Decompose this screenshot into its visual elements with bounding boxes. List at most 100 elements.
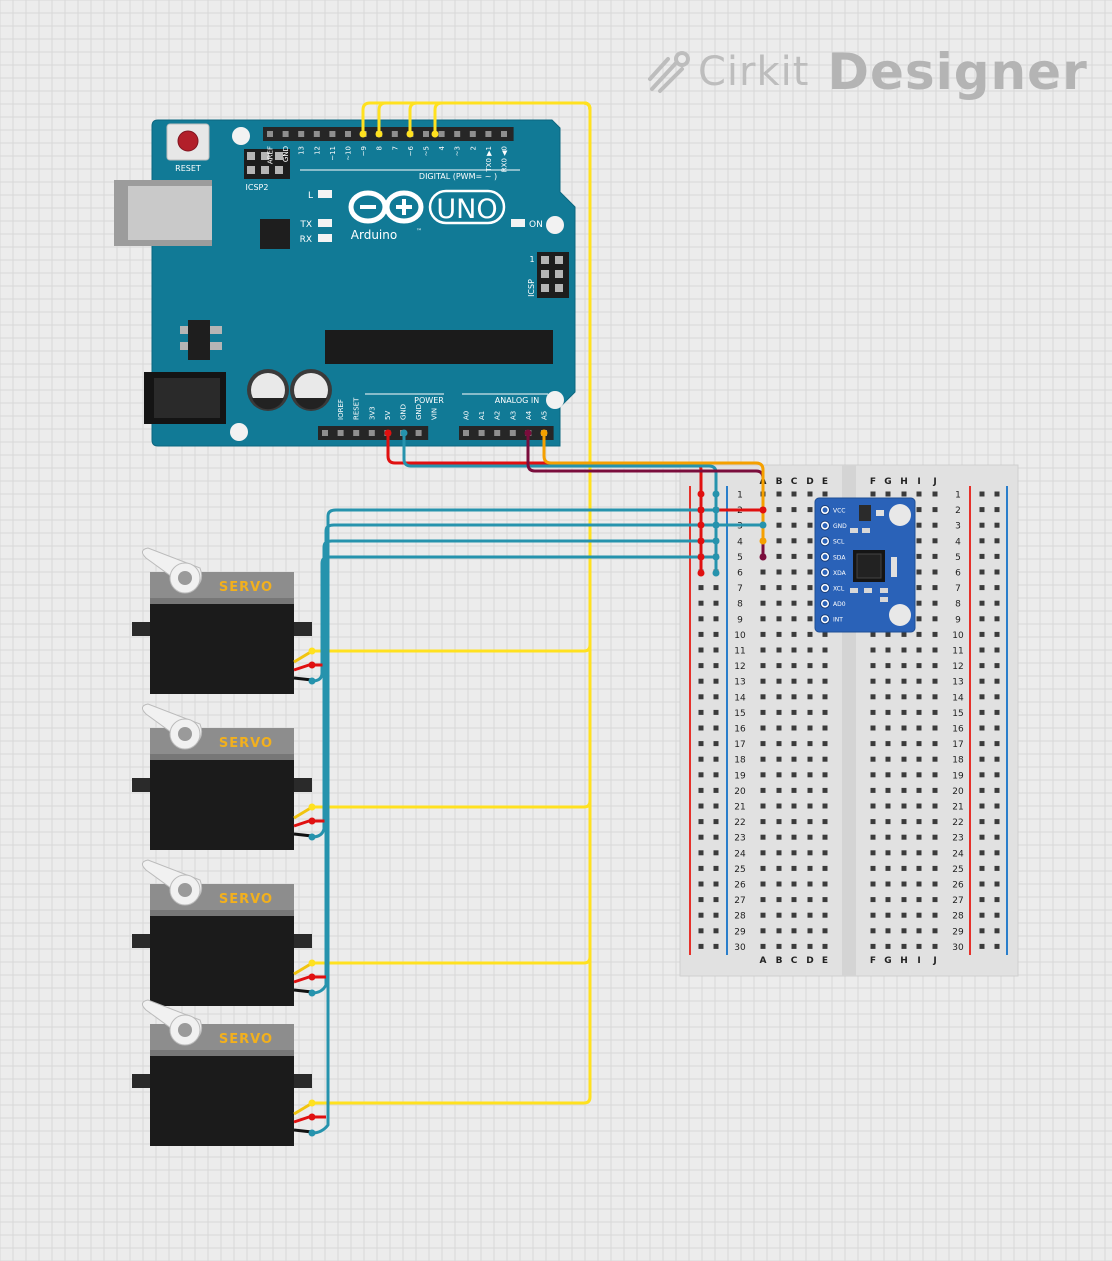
breadboard-hole[interactable] bbox=[979, 678, 985, 684]
breadboard-hole[interactable] bbox=[713, 694, 719, 700]
breadboard-hole[interactable] bbox=[776, 803, 782, 809]
breadboard-hole[interactable] bbox=[776, 881, 782, 887]
breadboard-hole[interactable] bbox=[994, 600, 1000, 606]
breadboard-hole[interactable] bbox=[885, 803, 891, 809]
breadboard-hole[interactable] bbox=[916, 491, 922, 497]
breadboard-hole[interactable] bbox=[791, 491, 797, 497]
breadboard-hole[interactable] bbox=[776, 600, 782, 606]
breadboard-hole[interactable] bbox=[979, 897, 985, 903]
breadboard-hole[interactable] bbox=[885, 678, 891, 684]
breadboard-hole[interactable] bbox=[760, 787, 766, 793]
breadboard-hole[interactable] bbox=[713, 772, 719, 778]
breadboard-hole[interactable] bbox=[698, 928, 704, 934]
breadboard-hole[interactable] bbox=[932, 897, 938, 903]
breadboard-hole[interactable] bbox=[870, 787, 876, 793]
breadboard-hole[interactable] bbox=[885, 631, 891, 637]
breadboard-hole[interactable] bbox=[760, 647, 766, 653]
breadboard-hole[interactable] bbox=[698, 756, 704, 762]
ground-wire[interactable] bbox=[402, 433, 412, 468]
breadboard-hole[interactable] bbox=[776, 522, 782, 528]
breadboard-hole[interactable] bbox=[885, 694, 891, 700]
breadboard-hole[interactable] bbox=[916, 647, 922, 653]
header-pin[interactable] bbox=[494, 430, 501, 436]
breadboard-hole[interactable] bbox=[807, 647, 813, 653]
wire-endpoint[interactable] bbox=[540, 429, 548, 437]
breadboard-hole[interactable] bbox=[901, 725, 907, 731]
breadboard-hole[interactable] bbox=[822, 772, 828, 778]
breadboard-hole[interactable] bbox=[932, 928, 938, 934]
breadboard-hole[interactable] bbox=[791, 709, 797, 715]
breadboard-hole[interactable] bbox=[807, 507, 813, 513]
breadboard-hole[interactable] bbox=[901, 943, 907, 949]
breadboard-hole[interactable] bbox=[979, 616, 985, 622]
breadboard-hole[interactable] bbox=[994, 507, 1000, 513]
breadboard-hole[interactable] bbox=[822, 881, 828, 887]
breadboard-hole[interactable] bbox=[916, 616, 922, 622]
breadboard-hole[interactable] bbox=[807, 772, 813, 778]
breadboard-hole[interactable] bbox=[901, 881, 907, 887]
breadboard-hole[interactable] bbox=[713, 834, 719, 840]
breadboard-hole[interactable] bbox=[994, 553, 1000, 559]
breadboard-hole[interactable] bbox=[916, 881, 922, 887]
breadboard-hole[interactable] bbox=[807, 694, 813, 700]
breadboard-hole[interactable] bbox=[932, 943, 938, 949]
breadboard-hole[interactable] bbox=[776, 631, 782, 637]
breadboard-hole[interactable] bbox=[979, 787, 985, 793]
breadboard-hole[interactable] bbox=[979, 725, 985, 731]
scl-wire[interactable] bbox=[542, 433, 765, 541]
breadboard-hole[interactable] bbox=[776, 663, 782, 669]
breadboard-hole[interactable] bbox=[932, 741, 938, 747]
breadboard-hole[interactable] bbox=[870, 897, 876, 903]
wire-endpoint[interactable] bbox=[712, 553, 720, 561]
header-pin[interactable] bbox=[501, 131, 507, 137]
breadboard-hole[interactable] bbox=[791, 663, 797, 669]
breadboard-hole[interactable] bbox=[807, 787, 813, 793]
breadboard-hole[interactable] bbox=[979, 600, 985, 606]
breadboard-hole[interactable] bbox=[870, 631, 876, 637]
breadboard-hole[interactable] bbox=[916, 897, 922, 903]
breadboard-hole[interactable] bbox=[870, 772, 876, 778]
breadboard-hole[interactable] bbox=[822, 912, 828, 918]
wire-endpoint[interactable] bbox=[308, 1099, 316, 1107]
breadboard-hole[interactable] bbox=[791, 647, 797, 653]
breadboard-hole[interactable] bbox=[979, 741, 985, 747]
header-pin[interactable] bbox=[454, 131, 461, 137]
header-pin[interactable] bbox=[391, 131, 398, 137]
breadboard-hole[interactable] bbox=[916, 943, 922, 949]
breadboard-hole[interactable] bbox=[760, 569, 766, 575]
breadboard-hole[interactable] bbox=[776, 865, 782, 871]
servo-ground-wire[interactable] bbox=[311, 555, 716, 683]
breadboard-hole[interactable] bbox=[791, 569, 797, 575]
breadboard-hole[interactable] bbox=[713, 756, 719, 762]
breadboard-hole[interactable] bbox=[760, 865, 766, 871]
breadboard-hole[interactable] bbox=[807, 897, 813, 903]
breadboard-hole[interactable] bbox=[776, 819, 782, 825]
breadboard-hole[interactable] bbox=[807, 834, 813, 840]
breadboard-hole[interactable] bbox=[791, 756, 797, 762]
header-pin[interactable] bbox=[463, 430, 469, 436]
breadboard-hole[interactable] bbox=[807, 709, 813, 715]
breadboard-hole[interactable] bbox=[776, 943, 782, 949]
breadboard-hole[interactable] bbox=[760, 585, 766, 591]
wire-endpoint[interactable] bbox=[431, 130, 439, 138]
breadboard-hole[interactable] bbox=[698, 694, 704, 700]
wire-endpoint[interactable] bbox=[359, 130, 367, 138]
breadboard-hole[interactable] bbox=[916, 694, 922, 700]
breadboard-hole[interactable] bbox=[776, 694, 782, 700]
breadboard-hole[interactable] bbox=[901, 912, 907, 918]
breadboard-hole[interactable] bbox=[776, 569, 782, 575]
breadboard-hole[interactable] bbox=[901, 631, 907, 637]
breadboard-hole[interactable] bbox=[807, 491, 813, 497]
breadboard-hole[interactable] bbox=[916, 912, 922, 918]
breadboard-hole[interactable] bbox=[979, 912, 985, 918]
breadboard-hole[interactable] bbox=[932, 538, 938, 544]
breadboard-hole[interactable] bbox=[776, 507, 782, 513]
wire-endpoint[interactable] bbox=[308, 833, 316, 841]
breadboard-hole[interactable] bbox=[822, 943, 828, 949]
breadboard-hole[interactable] bbox=[776, 678, 782, 684]
servo-ground-wire[interactable] bbox=[311, 523, 716, 995]
breadboard-hole[interactable] bbox=[994, 803, 1000, 809]
breadboard-hole[interactable] bbox=[994, 538, 1000, 544]
breadboard-hole[interactable] bbox=[713, 850, 719, 856]
breadboard-hole[interactable] bbox=[760, 834, 766, 840]
